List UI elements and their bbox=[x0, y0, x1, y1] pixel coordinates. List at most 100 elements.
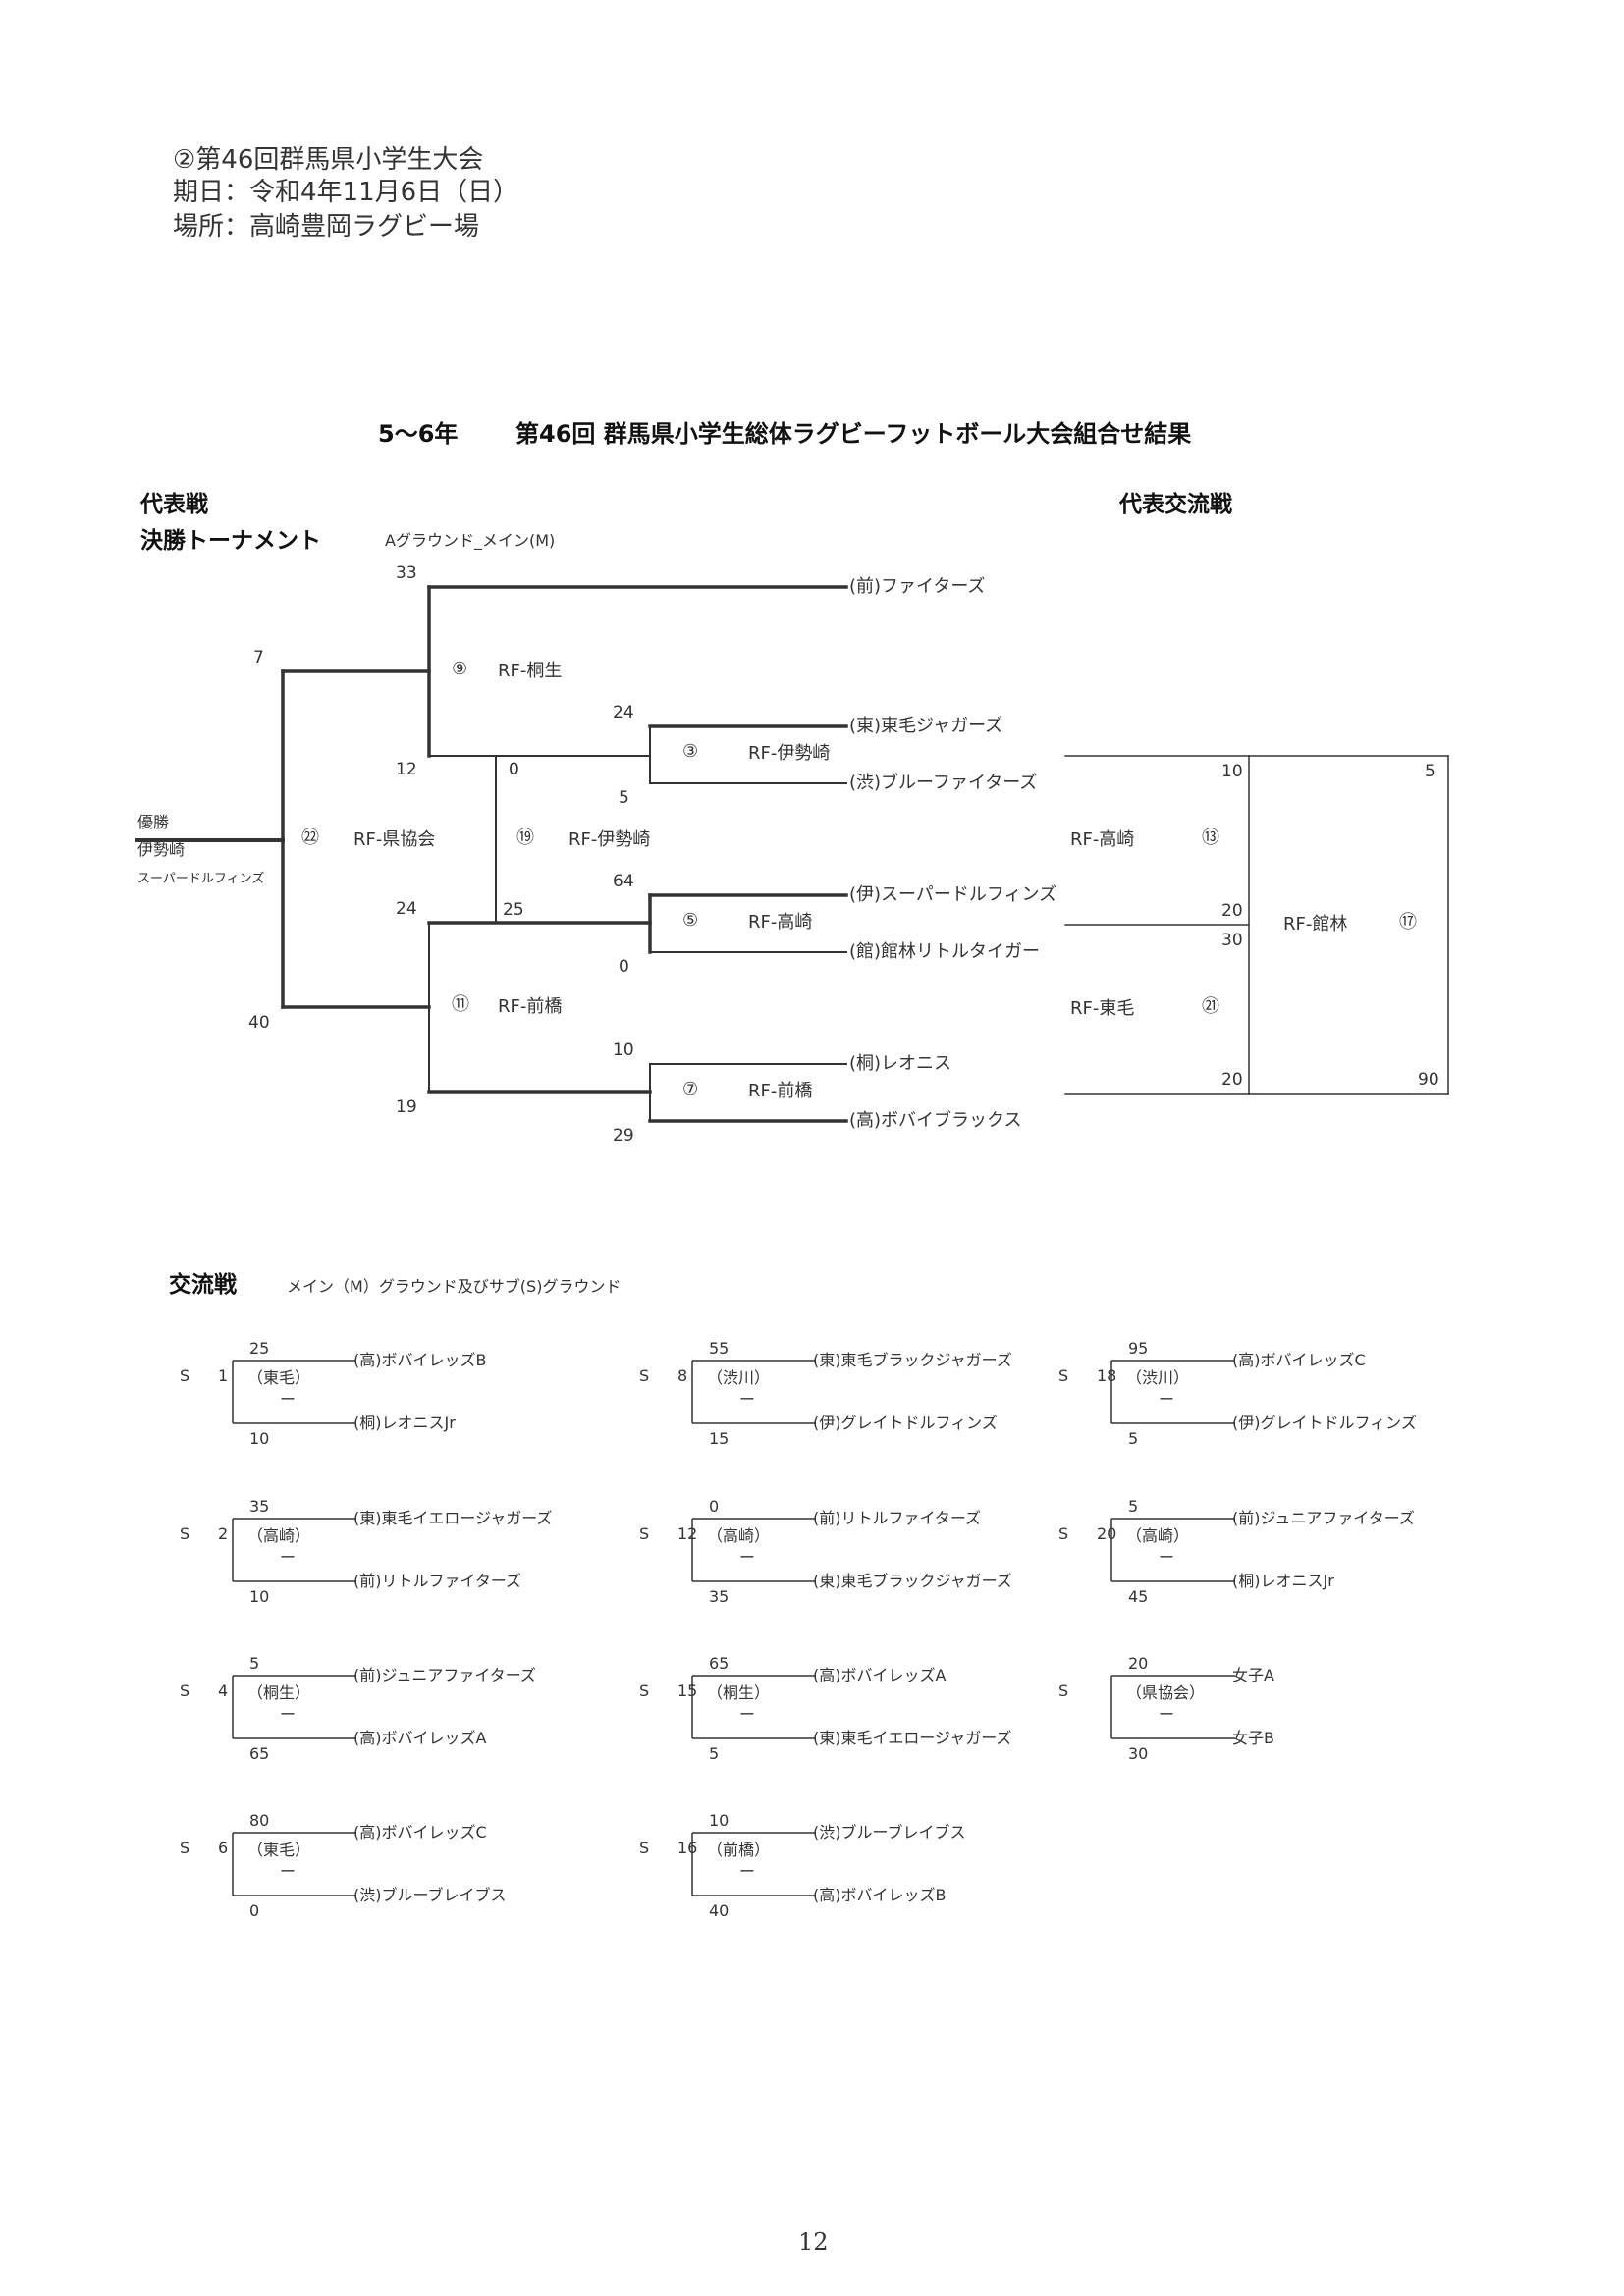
team-name: (渋)ブルーファイターズ bbox=[849, 773, 1038, 793]
game-separator: ー bbox=[280, 1390, 297, 1409]
game-number: 1 bbox=[218, 1366, 229, 1385]
game-bracket bbox=[691, 1360, 816, 1424]
game-referee: （渋川） bbox=[1126, 1368, 1190, 1387]
representative-heading: 代表戦 bbox=[140, 492, 208, 517]
score: 19 bbox=[396, 1097, 417, 1117]
bottom-team: (東)東毛ブラックジャガーズ bbox=[813, 1572, 1012, 1590]
game-referee: （東毛） bbox=[247, 1368, 311, 1387]
top-team: (東)東毛イエロージャガーズ bbox=[353, 1509, 553, 1527]
score: 20 bbox=[1221, 901, 1243, 921]
score: 64 bbox=[613, 872, 634, 891]
top-score: 35 bbox=[249, 1497, 270, 1516]
top-team: (高)ボバイレッズA bbox=[813, 1666, 947, 1684]
team-name: (東)東毛ジャガーズ bbox=[849, 716, 1003, 736]
bottom-team: (渋)ブルーブレイブス bbox=[353, 1886, 507, 1904]
top-score: 10 bbox=[709, 1811, 730, 1830]
score: 10 bbox=[1221, 762, 1243, 781]
bottom-score: 30 bbox=[1128, 1744, 1149, 1763]
match-number: ⑬ bbox=[1202, 828, 1219, 848]
bottom-score: 15 bbox=[709, 1429, 730, 1448]
game-bracket bbox=[691, 1518, 816, 1582]
game-bracket bbox=[232, 1675, 356, 1739]
game-referee: （渋川） bbox=[707, 1368, 771, 1387]
game-separator: ー bbox=[739, 1390, 756, 1409]
team-name: (伊)スーパードルフィンズ bbox=[849, 884, 1057, 905]
game-number: 4 bbox=[218, 1682, 229, 1700]
top-score: 80 bbox=[249, 1811, 270, 1830]
bottom-team: (高)ボバイレッズA bbox=[353, 1729, 487, 1747]
game-ground: S bbox=[639, 1524, 650, 1543]
game-separator: ー bbox=[739, 1548, 756, 1567]
match-referee: RF-前橋 bbox=[498, 996, 563, 1017]
exchange-heading: 交流戦 bbox=[169, 1272, 237, 1298]
bottom-score: 10 bbox=[249, 1587, 270, 1606]
match-referee: RF-前橋 bbox=[748, 1081, 813, 1101]
bottom-score: 65 bbox=[249, 1744, 270, 1763]
game-bracket bbox=[1110, 1675, 1235, 1739]
top-score: 0 bbox=[709, 1497, 720, 1516]
match-number: ③ bbox=[682, 741, 699, 762]
team-name: (前)ファイターズ bbox=[849, 576, 986, 597]
champion-label: 優勝 bbox=[137, 813, 170, 831]
score: 30 bbox=[1221, 931, 1243, 950]
score: 0 bbox=[509, 760, 519, 779]
match-referee: RF-東毛 bbox=[1070, 998, 1135, 1019]
top-score: 65 bbox=[709, 1654, 730, 1673]
top-team: (高)ボバイレッズB bbox=[353, 1351, 487, 1369]
team-name: (高)ボバイブラックス bbox=[849, 1110, 1022, 1131]
page-title: 第46回 群馬県小学生総体ラグビーフットボール大会組合せ結果 bbox=[515, 420, 1192, 448]
game-referee: （高崎） bbox=[1126, 1526, 1190, 1545]
game-separator: ー bbox=[739, 1705, 756, 1724]
game-referee: （桐生） bbox=[247, 1683, 311, 1702]
game-separator: ー bbox=[280, 1862, 297, 1881]
match-number: ㉒ bbox=[301, 828, 319, 848]
bottom-score: 5 bbox=[1128, 1429, 1139, 1448]
team-name: (館)館林リトルタイガー bbox=[849, 941, 1041, 962]
score: 5 bbox=[619, 788, 629, 808]
game-ground: S bbox=[1058, 1682, 1069, 1700]
bottom-team: (高)ボバイレッズB bbox=[813, 1886, 947, 1904]
game-ground: S bbox=[639, 1839, 650, 1857]
bottom-score: 10 bbox=[249, 1429, 270, 1448]
game-ground: S bbox=[639, 1366, 650, 1385]
grade-label: 5〜6年 bbox=[378, 420, 459, 448]
top-team: (前)ジュニアファイターズ bbox=[1232, 1509, 1415, 1527]
match-referee: RF-伊勢崎 bbox=[568, 829, 651, 850]
game-referee: （高崎） bbox=[247, 1526, 311, 1545]
game-separator: ー bbox=[1159, 1705, 1175, 1724]
game-bracket bbox=[1110, 1360, 1235, 1424]
game-ground: S bbox=[180, 1839, 190, 1857]
match-number: ⑲ bbox=[516, 828, 534, 848]
exchange-ground-label: メイン（M）グラウンド及びサブ(S)グラウンド bbox=[287, 1277, 622, 1296]
match-number: ⑰ bbox=[1399, 912, 1417, 933]
game-ground: S bbox=[180, 1366, 190, 1385]
champion-team: 伊勢崎 bbox=[137, 840, 186, 859]
score: 25 bbox=[503, 900, 524, 920]
event-date: 期日：令和4年11月6日（日） bbox=[173, 178, 519, 207]
top-team: (高)ボバイレッズC bbox=[1232, 1351, 1366, 1369]
score: 7 bbox=[253, 648, 264, 667]
match-referee: RF-高崎 bbox=[748, 912, 813, 933]
game-bracket bbox=[232, 1360, 356, 1424]
top-score: 25 bbox=[249, 1339, 270, 1358]
bottom-score: 35 bbox=[709, 1587, 730, 1606]
top-score: 20 bbox=[1128, 1654, 1149, 1673]
game-bracket bbox=[691, 1832, 816, 1896]
bottom-team: (伊)グレイトドルフィンズ bbox=[813, 1414, 998, 1432]
top-team: (前)リトルファイターズ bbox=[813, 1509, 982, 1527]
game-ground: S bbox=[180, 1524, 190, 1543]
bottom-score: 40 bbox=[709, 1901, 730, 1920]
score: 29 bbox=[613, 1126, 634, 1146]
top-team: (前)ジュニアファイターズ bbox=[353, 1666, 536, 1684]
game-separator: ー bbox=[280, 1705, 297, 1724]
game-number: 20 bbox=[1097, 1524, 1117, 1543]
game-referee: （県協会） bbox=[1126, 1683, 1206, 1702]
tournament-label: 決勝トーナメント bbox=[140, 528, 321, 554]
score: 40 bbox=[248, 1013, 270, 1033]
score: 10 bbox=[613, 1041, 634, 1060]
bottom-team: (伊)グレイトドルフィンズ bbox=[1232, 1414, 1417, 1432]
